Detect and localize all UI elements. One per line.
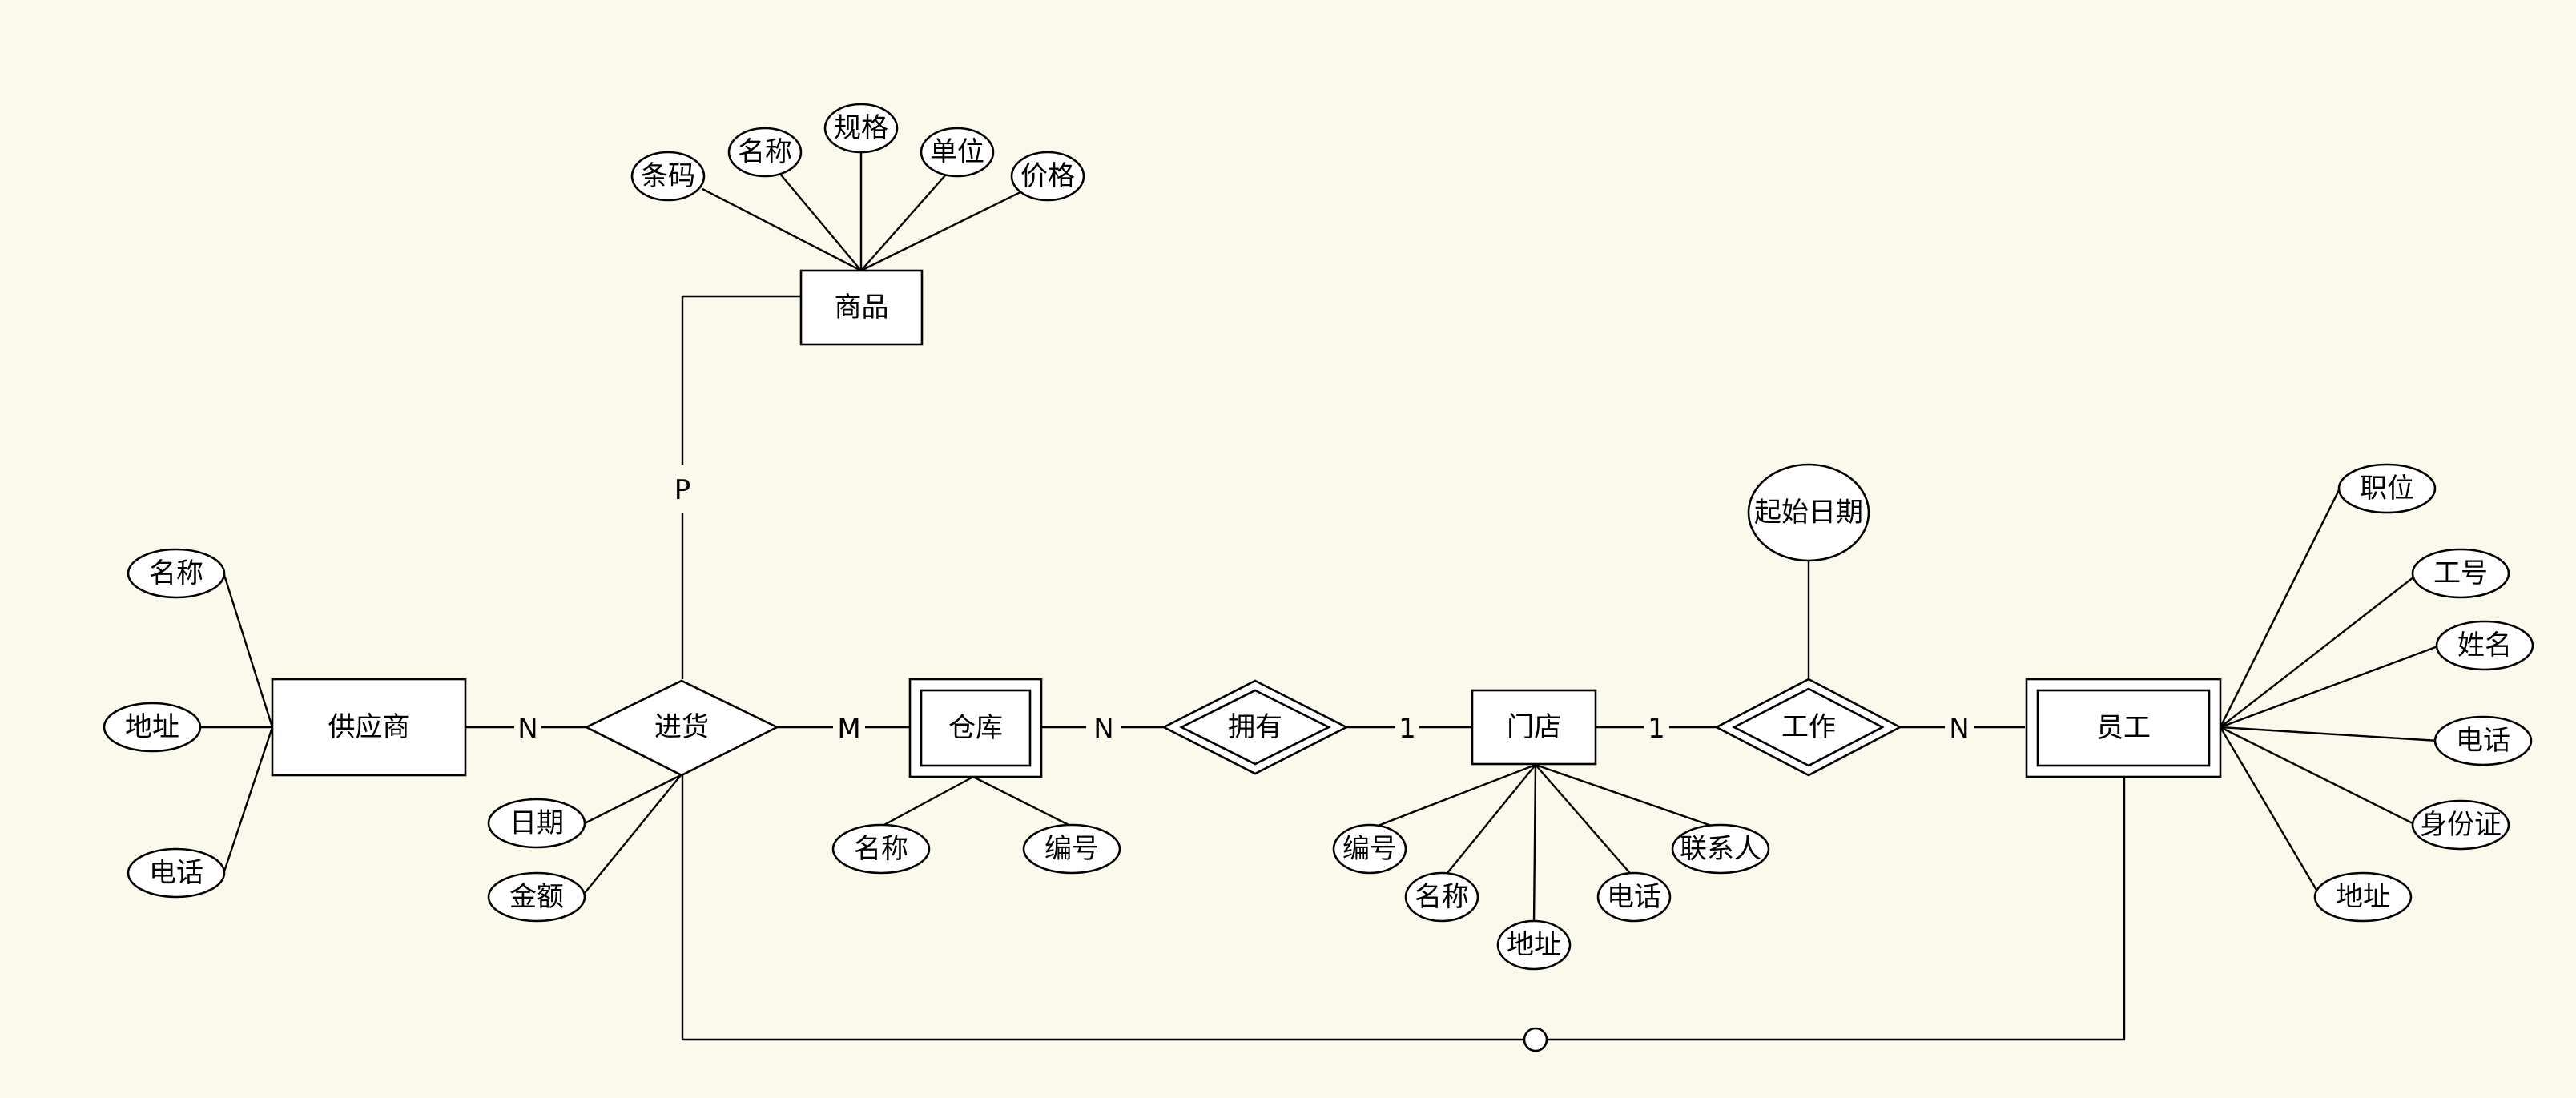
relationships: 进货 拥有 工作 [584,678,1902,777]
attribute-store-name[interactable]: 名称 [1404,871,1479,923]
attribute-store-number[interactable]: 编号 [1332,823,1407,875]
cardinality-product-purchase: P [674,474,691,506]
attribute-label: 名称 [738,136,792,168]
attribute-store-contact[interactable]: 联系人 [1671,823,1770,875]
entity-employee-label: 员工 [2096,712,2151,744]
attributes: 条码 名称 规格 单位 价格 名称 地址 电话 日期 金额 名称 编号 编号 名… [103,103,2534,971]
connector-lines [200,146,2441,1041]
entity-employee[interactable]: 员工 [2025,678,2222,778]
junction-circle [1523,1027,1548,1052]
attribute-label: 规格 [834,112,888,144]
attribute-label: 电话 [2456,725,2510,757]
attribute-label: 联系人 [1680,833,1761,865]
attribute-purchase-amount[interactable]: 金额 [487,871,586,923]
attribute-label: 名称 [1415,881,1469,913]
attribute-label: 地址 [2336,881,2390,913]
attribute-label: 日期 [509,807,564,839]
attribute-label: 姓名 [2457,629,2512,662]
attribute-label: 名称 [854,833,908,865]
attribute-employee-name[interactable]: 姓名 [2435,620,2534,671]
attribute-product-spec[interactable]: 规格 [823,103,899,154]
attribute-purchase-date[interactable]: 日期 [487,798,586,849]
relationship-work[interactable]: 工作 [1714,678,1902,777]
relationship-work-label: 工作 [1781,711,1836,743]
relationship-purchase[interactable]: 进货 [584,679,779,777]
entities: 商品 供应商 仓库 门店 员工 [271,269,2222,778]
attribute-label: 电话 [1607,881,1661,913]
attribute-employee-phone[interactable]: 电话 [2433,715,2533,766]
cardinality-store-work: 1 [1648,713,1665,745]
attribute-product-name[interactable]: 名称 [727,127,803,178]
entity-store-label: 门店 [1507,711,1561,743]
attribute-employee-number[interactable]: 工号 [2411,548,2510,599]
cardinality-supplier-purchase: N [517,713,537,745]
attribute-warehouse-number[interactable]: 编号 [1022,823,1121,875]
attribute-product-barcode[interactable]: 条码 [630,151,706,202]
attribute-label: 地址 [125,711,179,743]
attribute-label: 起始日期 [1754,497,1863,529]
cardinality-own-store: 1 [1399,713,1416,745]
attribute-label: 名称 [149,557,203,589]
attribute-label: 条码 [641,160,695,192]
entity-supplier-label: 供应商 [328,711,410,743]
attribute-label: 电话 [149,857,203,889]
attribute-label: 身份证 [2420,809,2502,841]
entity-warehouse-label: 仓库 [948,712,1003,744]
attribute-work-start-date[interactable]: 起始日期 [1747,463,1870,562]
cardinality-work-employee: N [1949,713,1969,745]
attribute-label: 单位 [930,136,984,168]
attribute-employee-address[interactable]: 地址 [2313,871,2413,923]
cardinality-purchase-warehouse: M [837,713,860,745]
attribute-store-phone[interactable]: 电话 [1596,871,1672,923]
cardinality-warehouse-own: N [1093,713,1113,745]
entity-product-label: 商品 [835,292,889,324]
attribute-employee-title[interactable]: 职位 [2337,463,2437,514]
relationship-purchase-label: 进货 [654,711,709,743]
attribute-employee-id-card[interactable]: 身份证 [2411,799,2510,851]
attribute-label: 职位 [2360,473,2414,505]
entity-supplier[interactable]: 供应商 [271,678,467,777]
entity-store[interactable]: 门店 [1471,689,1597,766]
attribute-supplier-address[interactable]: 地址 [103,702,202,753]
attribute-label: 地址 [1507,929,1561,961]
relationship-own-label: 拥有 [1228,711,1282,743]
attribute-label: 价格 [1020,160,1075,192]
attribute-store-address[interactable]: 地址 [1496,919,1572,971]
attribute-supplier-name[interactable]: 名称 [127,548,226,599]
attribute-warehouse-name[interactable]: 名称 [831,823,931,875]
entity-warehouse[interactable]: 仓库 [908,678,1043,778]
cardinalities: N P M N 1 1 N [517,474,1969,745]
attribute-product-unit[interactable]: 单位 [920,127,995,178]
relationship-own[interactable]: 拥有 [1161,679,1349,775]
attribute-product-price[interactable]: 价格 [1010,151,1085,202]
attribute-label: 工号 [2433,557,2488,589]
attribute-supplier-phone[interactable]: 电话 [127,847,226,899]
attribute-label: 编号 [1044,833,1099,865]
entity-product[interactable]: 商品 [799,269,924,346]
attribute-label: 金额 [509,881,564,913]
attribute-label: 编号 [1342,833,1397,865]
